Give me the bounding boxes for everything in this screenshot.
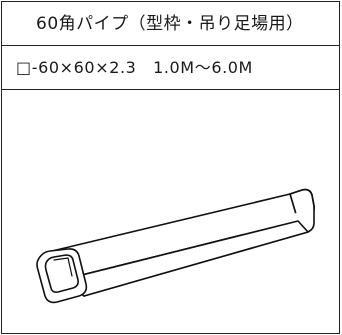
square-pipe-icon [36, 188, 315, 304]
product-spec: □-60×60×2.3 1.0M～6.0M [2, 46, 339, 90]
product-title: 60角パイプ（型枠・吊り足場用） [2, 2, 339, 46]
